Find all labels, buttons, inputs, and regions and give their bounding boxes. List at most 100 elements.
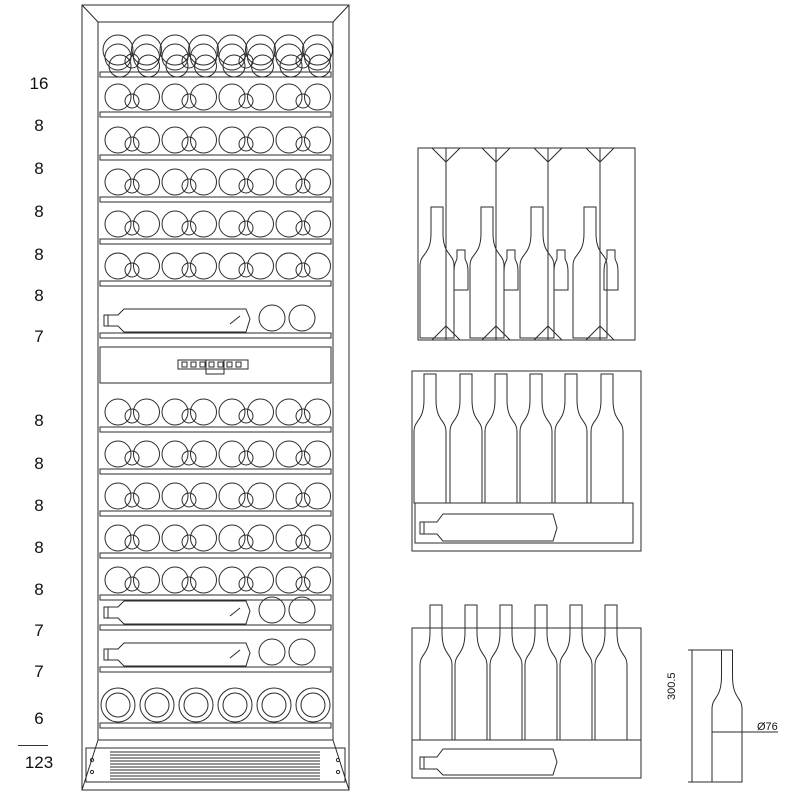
bottle-end-circle: [161, 482, 189, 510]
bottle-end-circle: [247, 398, 274, 426]
bottle-end-circle: [275, 126, 303, 154]
cabinet-outer-frame: [81, 4, 350, 791]
bottle-end-circle: [218, 210, 246, 238]
rack-notch: [481, 147, 511, 163]
control-button: [235, 361, 242, 368]
bottle-end-circle: [247, 482, 274, 510]
shelf-capacity-label: 8: [34, 116, 44, 135]
shelf-rail: [99, 722, 332, 729]
lying-bottle: [103, 600, 251, 625]
bottle-end-circle: [190, 126, 217, 154]
bottle-end-circle: [304, 126, 331, 154]
bottle-neck-circle: [238, 492, 254, 508]
control-panel: [99, 346, 332, 384]
upright-bottle: [449, 373, 483, 504]
bottle-end-circle: [247, 168, 274, 196]
bottle-end-circle: [304, 252, 331, 280]
bottle-end-circle: [304, 210, 331, 238]
shelf-rail: [99, 196, 332, 203]
bottle-punt-circle: [105, 692, 131, 718]
shelf-rail: [99, 624, 332, 631]
bottle-end-circle: [161, 398, 189, 426]
bottle-end-circle: [247, 440, 274, 468]
bottle-neck-circle: [238, 450, 254, 466]
control-display: [177, 359, 249, 370]
bottle-end-circle: [159, 34, 191, 66]
shelf-rail: [99, 238, 332, 245]
base-screw: [335, 757, 341, 763]
upright-bottle: [469, 206, 505, 339]
bottle-end-circle: [133, 126, 160, 154]
bottle-end-circle: [161, 440, 189, 468]
bottle-end-circle: [190, 524, 217, 552]
bottle-neck-circle: [124, 178, 140, 194]
bottle-neck-circle: [124, 262, 140, 278]
upright-bottle: [454, 604, 488, 741]
bottle-end-circle: [216, 34, 248, 66]
bottle-neck-circle: [181, 93, 197, 109]
upright-bottle: [572, 206, 608, 339]
rack-notch: [533, 325, 563, 341]
bottle-end-circle: [258, 596, 286, 624]
bottle-end-circle: [139, 687, 175, 723]
control-button: [208, 361, 215, 368]
dimensioned-bottle: [711, 649, 743, 783]
bottle-end-circle: [304, 168, 331, 196]
bottle-dimension-drawing: [688, 649, 778, 783]
bottle-punt-circle: [144, 692, 170, 718]
bottle-punt-circle: [183, 692, 209, 718]
shelf-capacity-label: 7: [34, 662, 44, 681]
bottle-end-circle: [275, 524, 303, 552]
shelf-side-view-top: [417, 147, 636, 341]
shelf-capacity-label: 8: [34, 580, 44, 599]
upright-bottle: [559, 604, 593, 741]
bottle-end-circle: [222, 54, 246, 78]
bottle-end-circle: [218, 126, 246, 154]
frame-corner-line: [81, 4, 99, 23]
bottle-neck-circle: [181, 408, 197, 424]
bottle-end-circle: [165, 54, 189, 78]
bottle-end-circle: [247, 566, 274, 594]
bottle-neck-circle: [238, 262, 254, 278]
bottle-end-circle: [275, 210, 303, 238]
bottle-end-circle: [133, 440, 160, 468]
bottle-end-circle: [190, 83, 217, 111]
bottle-end-circle: [247, 524, 274, 552]
total-capacity-label: 123: [24, 753, 54, 772]
upright-bottle: [524, 604, 558, 741]
bottle-end-circle: [131, 34, 162, 66]
rack-notch: [585, 147, 615, 163]
bottle-end-circle: [104, 398, 132, 426]
shelf-capacity-label: 7: [34, 621, 44, 640]
bottle-punt-circle: [261, 692, 287, 718]
bottle-end-circle: [275, 440, 303, 468]
bottle-label-mark: [229, 607, 241, 617]
bottle-end-circle: [247, 83, 274, 111]
bottle-end-circle: [104, 524, 132, 552]
bottle-end-circle: [104, 168, 132, 196]
bottle-end-circle: [161, 83, 189, 111]
bottle-end-circle: [104, 482, 132, 510]
shelf-rail: [99, 426, 332, 433]
bottle-neck-circle: [124, 408, 140, 424]
control-button: [190, 361, 197, 368]
shelf-capacity-label: 8: [34, 454, 44, 473]
shelf-capacity-label: 8: [34, 202, 44, 221]
bottle-end-circle: [288, 304, 316, 332]
bottle-end-circle: [295, 687, 331, 723]
shelf-capacity-label: 8: [34, 411, 44, 430]
bottle-end-circle: [218, 168, 246, 196]
shelf-rail: [99, 552, 332, 559]
control-button: [181, 361, 188, 368]
bottle-end-circle: [279, 54, 303, 78]
shelf-side-view-middle: [411, 370, 642, 552]
bottle-end-circle: [275, 252, 303, 280]
bottle-end-circle: [275, 566, 303, 594]
bottle-end-circle: [304, 566, 331, 594]
bottle-end-circle: [133, 252, 160, 280]
bottle-end-circle: [273, 34, 305, 66]
bottle-end-circle: [247, 210, 274, 238]
bottle-neck-circle: [124, 93, 140, 109]
bottle-neck-circle: [181, 576, 197, 592]
